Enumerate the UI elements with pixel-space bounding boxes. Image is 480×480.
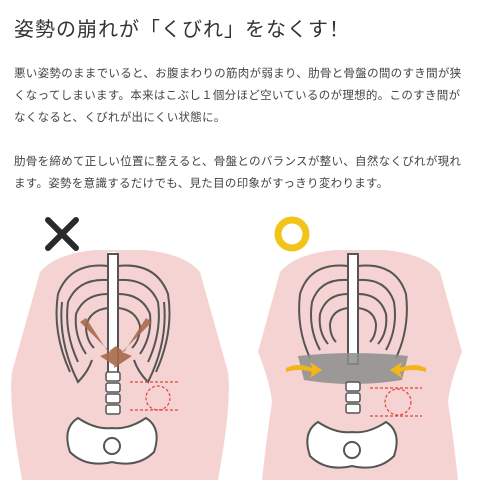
torso-silhouette — [11, 250, 229, 480]
bad-posture-illustration — [11, 250, 229, 480]
inward-arrows — [80, 318, 152, 368]
circle-mark-icon — [274, 216, 310, 252]
pelvis — [306, 420, 398, 469]
gap-guides — [130, 381, 180, 411]
inward-arrows — [286, 362, 426, 378]
spine — [345, 381, 361, 414]
cross-mark-icon — [45, 217, 79, 251]
waist-belt — [298, 353, 408, 384]
gap-guides — [370, 387, 422, 417]
intro-paragraph: 悪い姿勢のままでいると、お腹まわりの筋肉が弱まり、肋骨と骨盤の間のすき間が狭くな… — [14, 66, 462, 124]
ribcage — [55, 252, 171, 384]
page-title: 姿勢の崩れが「くびれ」をなくす！ — [14, 17, 350, 41]
spine — [105, 371, 121, 415]
ribcage — [298, 253, 408, 365]
good-posture-illustration — [258, 250, 462, 480]
pelvis — [66, 416, 158, 465]
solution-paragraph: 肋骨を締めて正しい位置に整えると、骨盤とのバランスが整い、自然なくびれが現れます… — [14, 154, 462, 190]
